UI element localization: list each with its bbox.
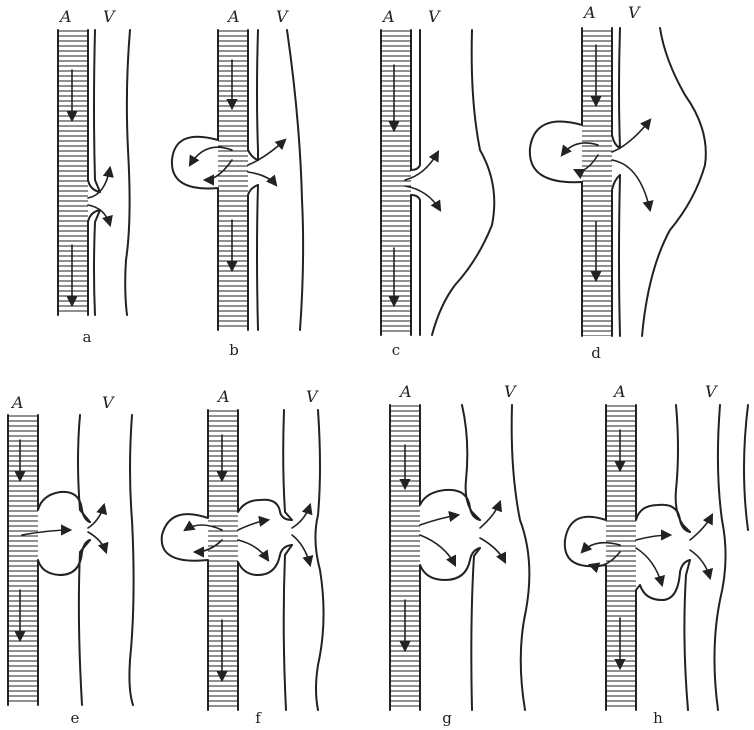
panel-label: f bbox=[255, 709, 262, 727]
panel-label: b bbox=[229, 341, 239, 359]
vein-wall bbox=[78, 415, 134, 705]
vein-label: V bbox=[103, 7, 116, 26]
vein-wall bbox=[619, 28, 706, 336]
vein-label: V bbox=[628, 3, 641, 22]
artery-label: A bbox=[58, 7, 72, 26]
vein-wall bbox=[462, 405, 529, 710]
vein-label: V bbox=[705, 382, 718, 401]
artery bbox=[530, 28, 620, 336]
panel-label: h bbox=[653, 709, 663, 727]
vein-wall bbox=[94, 30, 130, 315]
vein-wall bbox=[257, 30, 303, 330]
artery bbox=[565, 405, 690, 710]
artery-label: A bbox=[582, 3, 596, 22]
artery bbox=[381, 30, 411, 335]
vein-label: V bbox=[276, 7, 289, 26]
panel-label: g bbox=[442, 709, 452, 727]
artery bbox=[162, 410, 292, 710]
vein-label: V bbox=[504, 382, 517, 401]
vein-wall bbox=[283, 410, 323, 710]
vein-wall bbox=[411, 30, 494, 335]
panel-label: a bbox=[83, 328, 92, 346]
panel-a: A V a bbox=[58, 7, 130, 346]
artery-label: A bbox=[226, 7, 240, 26]
vein-label: V bbox=[102, 393, 115, 412]
artery-label: A bbox=[398, 382, 412, 401]
artery-label: A bbox=[10, 393, 24, 412]
panel-d: A V d bbox=[530, 3, 706, 362]
panel-label: c bbox=[392, 341, 400, 359]
panel-h: A V h bbox=[565, 382, 748, 727]
panel-f: A V f bbox=[162, 387, 324, 727]
artery-label: A bbox=[381, 7, 395, 26]
panel-label: d bbox=[591, 344, 601, 362]
artery-label: A bbox=[216, 387, 230, 406]
panel-label: e bbox=[71, 709, 80, 727]
panel-e: A V e bbox=[8, 393, 134, 727]
artery bbox=[172, 30, 258, 330]
vein-label: V bbox=[306, 387, 319, 406]
panel-b: A V b bbox=[172, 7, 303, 359]
vein-wall bbox=[676, 405, 748, 710]
vein-label: V bbox=[428, 7, 441, 26]
panel-g: A V g bbox=[390, 382, 529, 727]
artery-label: A bbox=[612, 382, 626, 401]
panel-c: A V c bbox=[381, 7, 494, 359]
